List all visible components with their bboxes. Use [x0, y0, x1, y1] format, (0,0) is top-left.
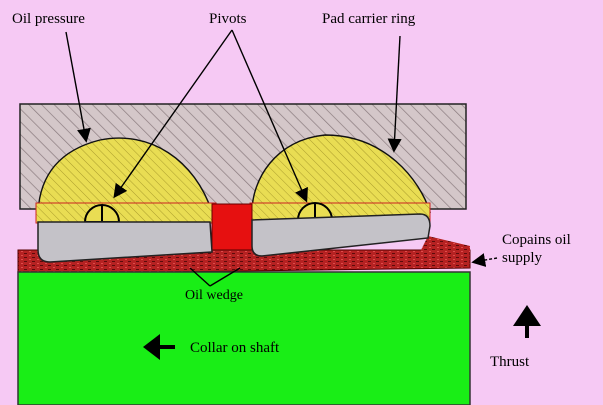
bearing-pad-left	[37, 221, 213, 263]
oil-feed	[211, 203, 253, 251]
pivots-label: Pivots	[209, 11, 247, 27]
collar-label: Collar on shaft	[190, 340, 280, 356]
arrow-left-icon	[143, 334, 175, 360]
bearing-pad-right	[251, 213, 431, 257]
collar-on-shaft	[17, 271, 471, 405]
oil-supply-label-line1: Copains oil	[502, 232, 571, 248]
oil-supply-label-line2: supply	[502, 250, 543, 266]
oil-wedge-label: Oil wedge	[185, 288, 243, 303]
oil-pressure-label: Oil pressure	[12, 11, 85, 27]
pad-carrier-ring-label: Pad carrier ring	[322, 11, 416, 27]
oil-supply-label: Copains oil supply	[502, 231, 571, 267]
oil-pressure-zone-left	[37, 137, 213, 213]
leader-lines	[65, 29, 498, 287]
arrow-up-icon	[513, 305, 541, 338]
thrust-label: Thrust	[490, 354, 530, 370]
